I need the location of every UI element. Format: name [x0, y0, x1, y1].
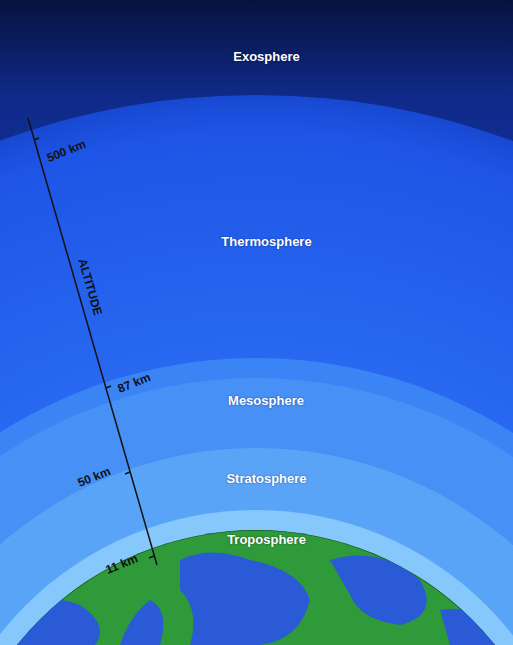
troposphere-band: Troposphere: [223, 530, 310, 548]
mesosphere-band: Mesosphere: [224, 391, 308, 409]
ocean: [120, 600, 163, 645]
thermosphere-band: Thermosphere: [217, 232, 316, 250]
mesosphere-band: [0, 358, 513, 645]
ocean: [440, 609, 513, 645]
stratosphere-band: Stratosphere: [222, 469, 311, 487]
axis-tick: [149, 556, 154, 558]
stratosphere-band: [0, 448, 513, 645]
earth: [0, 530, 513, 645]
troposphere-band: [0, 510, 513, 645]
layer-name: Exosphere: [233, 49, 299, 64]
ocean: [330, 556, 427, 626]
layer-name: Stratosphere: [226, 471, 306, 486]
layer-name: Mesosphere: [228, 393, 304, 408]
thermosphere-band: [0, 95, 513, 645]
earth-outline: [0, 339, 513, 645]
mesosphere-band-inner: [0, 378, 513, 645]
layer-name: Troposphere: [227, 532, 306, 547]
altitude-axis: [28, 118, 157, 565]
axis-tick: [34, 138, 39, 140]
layer-name: Thermosphere: [221, 234, 311, 249]
ocean: [180, 553, 310, 645]
exosphere-band: Exosphere: [229, 47, 304, 65]
axis-tick: [125, 472, 130, 474]
ocean: [0, 599, 100, 645]
axis-tick: [106, 386, 111, 388]
earth-land: [0, 530, 513, 645]
